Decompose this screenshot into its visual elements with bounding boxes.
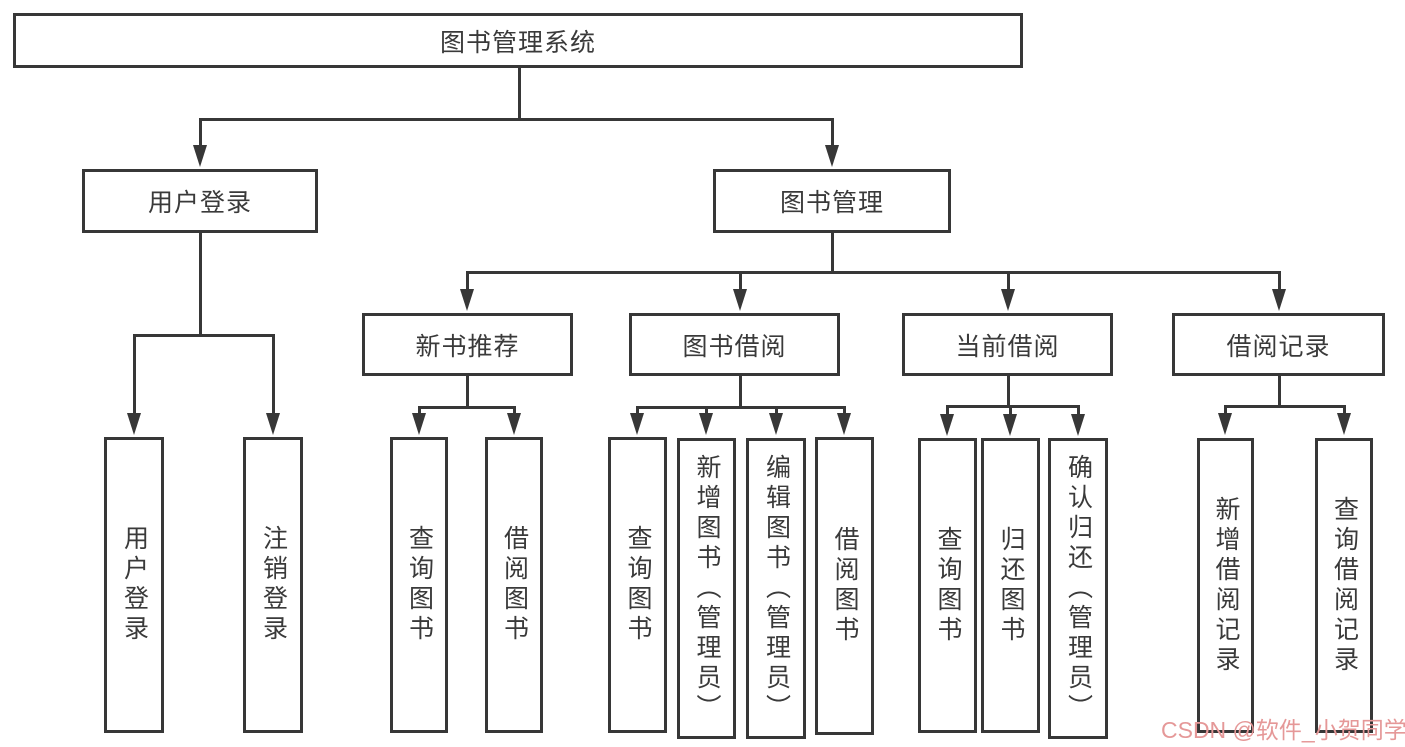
node-leaf-query-borrow-record: 查询借阅记录 — [1315, 438, 1373, 733]
connector-book-borrowing-stem-line — [739, 374, 742, 409]
connector-borrowing-records-arrowhead-icon-1 — [1337, 413, 1351, 435]
node-leaf-user-login-label: 用户登录 — [120, 525, 149, 645]
node-borrowing-records-label: 借阅记录 — [1226, 332, 1331, 361]
node-book-borrowing-label: 图书借阅 — [682, 332, 787, 361]
connector-current-borrowing-branch-line — [946, 405, 1080, 408]
node-leaf-confirm-return-admin: 确认归还（管理员） — [1048, 438, 1108, 739]
connector-root-arrowhead-icon-0 — [193, 145, 207, 167]
csdn-watermark: CSDN @软件_小贺同学 — [1161, 717, 1405, 743]
node-current-borrowing-label: 当前借阅 — [955, 332, 1060, 361]
node-leaf-edit-books-admin: 编辑图书（管理员） — [746, 438, 806, 739]
node-leaf-return-books-label: 归还图书 — [997, 525, 1025, 646]
node-root: 图书管理系统 — [13, 13, 1023, 68]
node-leaf-borrow-books-b-label: 借阅图书 — [831, 526, 859, 646]
connector-book-management-drop-line-1 — [739, 272, 742, 295]
connector-book-management-arrowhead-icon-3 — [1272, 289, 1286, 311]
node-leaf-confirm-return-admin-label: 确认归还（管理员） — [1064, 453, 1093, 724]
connector-user-login-arrowhead-icon-0 — [127, 413, 141, 435]
connector-book-management-drop-line-2 — [1007, 272, 1010, 295]
connector-user-login-drop-line-0 — [133, 335, 136, 419]
node-root-label: 图书管理系统 — [439, 28, 596, 57]
node-borrowing-records: 借阅记录 — [1172, 313, 1385, 376]
node-leaf-add-books-admin-label: 新增图书（管理员） — [693, 453, 721, 724]
node-leaf-borrow-books-a: 借阅图书 — [485, 437, 543, 733]
node-leaf-query-borrow-record-label: 查询借阅记录 — [1330, 495, 1359, 676]
node-book-management: 图书管理 — [713, 169, 951, 233]
node-leaf-edit-books-admin-label: 编辑图书（管理员） — [762, 453, 791, 724]
connector-book-management-branch-line — [466, 271, 1281, 274]
node-leaf-logout-label: 注销登录 — [259, 525, 288, 645]
node-leaf-logout: 注销登录 — [243, 437, 303, 733]
node-leaf-query-books-c: 查询图书 — [918, 438, 977, 733]
connector-current-borrowing-arrowhead-icon-2 — [1071, 414, 1085, 436]
node-leaf-add-borrow-record-label: 新增借阅记录 — [1212, 495, 1240, 676]
connector-current-borrowing-arrowhead-icon-0 — [940, 414, 954, 436]
connector-borrowing-records-branch-line — [1224, 405, 1346, 408]
node-book-borrowing: 图书借阅 — [629, 313, 840, 376]
connector-book-management-arrowhead-icon-2 — [1001, 289, 1015, 311]
connector-current-borrowing-drop-line-2 — [1077, 406, 1080, 420]
node-leaf-query-books-c-label: 查询图书 — [934, 525, 962, 646]
node-user-login-label: 用户登录 — [147, 189, 252, 217]
connector-book-borrowing-arrowhead-icon-1 — [699, 413, 713, 435]
connector-book-borrowing-arrowhead-icon-0 — [630, 413, 644, 435]
connector-borrowing-records-stem-line — [1278, 374, 1281, 408]
connector-user-login-stem-line — [199, 231, 202, 337]
connector-borrowing-records-drop-line-0 — [1224, 406, 1227, 419]
node-leaf-query-books-a: 查询图书 — [390, 437, 448, 733]
connector-book-borrowing-arrowhead-icon-3 — [837, 413, 851, 435]
node-leaf-user-login: 用户登录 — [104, 437, 164, 733]
connector-current-borrowing-arrowhead-icon-1 — [1003, 414, 1017, 436]
connector-root-drop-line-1 — [831, 119, 834, 151]
node-user-login: 用户登录 — [82, 169, 318, 233]
node-leaf-borrow-books-b: 借阅图书 — [815, 437, 874, 735]
connector-new-book-recommend-arrowhead-icon-1 — [507, 413, 521, 435]
connector-borrowing-records-arrowhead-icon-0 — [1218, 413, 1232, 435]
connector-book-borrowing-arrowhead-icon-2 — [769, 413, 783, 435]
node-leaf-add-borrow-record: 新增借阅记录 — [1197, 438, 1254, 733]
connector-user-login-arrowhead-icon-1 — [266, 413, 280, 435]
connector-current-borrowing-stem-line — [1007, 374, 1010, 408]
node-new-book-recommend: 新书推荐 — [362, 313, 573, 376]
node-leaf-borrow-books-a-label: 借阅图书 — [500, 525, 529, 645]
connector-new-book-recommend-stem-line — [466, 374, 469, 409]
connector-book-management-arrowhead-icon-0 — [460, 289, 474, 311]
node-leaf-return-books: 归还图书 — [981, 438, 1040, 733]
connector-root-arrowhead-icon-1 — [825, 145, 839, 167]
connector-borrowing-records-drop-line-1 — [1343, 406, 1346, 419]
connector-root-drop-line-0 — [199, 119, 202, 151]
connector-new-book-recommend-branch-line — [418, 406, 516, 409]
node-leaf-query-books-a-label: 查询图书 — [405, 525, 434, 645]
connector-user-login-drop-line-1 — [272, 335, 275, 419]
node-book-management-label: 图书管理 — [779, 189, 884, 217]
connector-current-borrowing-drop-line-1 — [1009, 406, 1012, 420]
connector-book-management-arrowhead-icon-1 — [733, 289, 747, 311]
connector-book-management-stem-line — [831, 231, 834, 274]
connector-root-branch-line — [199, 118, 834, 121]
node-leaf-query-books-b: 查询图书 — [608, 437, 667, 733]
node-new-book-recommend-label: 新书推荐 — [415, 332, 520, 361]
connector-root-stem-line — [518, 66, 521, 121]
connector-book-management-drop-line-3 — [1278, 272, 1281, 295]
connector-book-management-drop-line-0 — [466, 272, 469, 295]
connector-new-book-recommend-arrowhead-icon-0 — [412, 413, 426, 435]
connector-book-borrowing-branch-line — [636, 406, 846, 409]
node-leaf-add-books-admin: 新增图书（管理员） — [677, 438, 736, 739]
node-leaf-query-books-b-label: 查询图书 — [624, 525, 652, 645]
connector-user-login-branch-line — [133, 334, 275, 337]
connector-current-borrowing-drop-line-0 — [946, 406, 949, 420]
node-current-borrowing: 当前借阅 — [902, 313, 1113, 376]
